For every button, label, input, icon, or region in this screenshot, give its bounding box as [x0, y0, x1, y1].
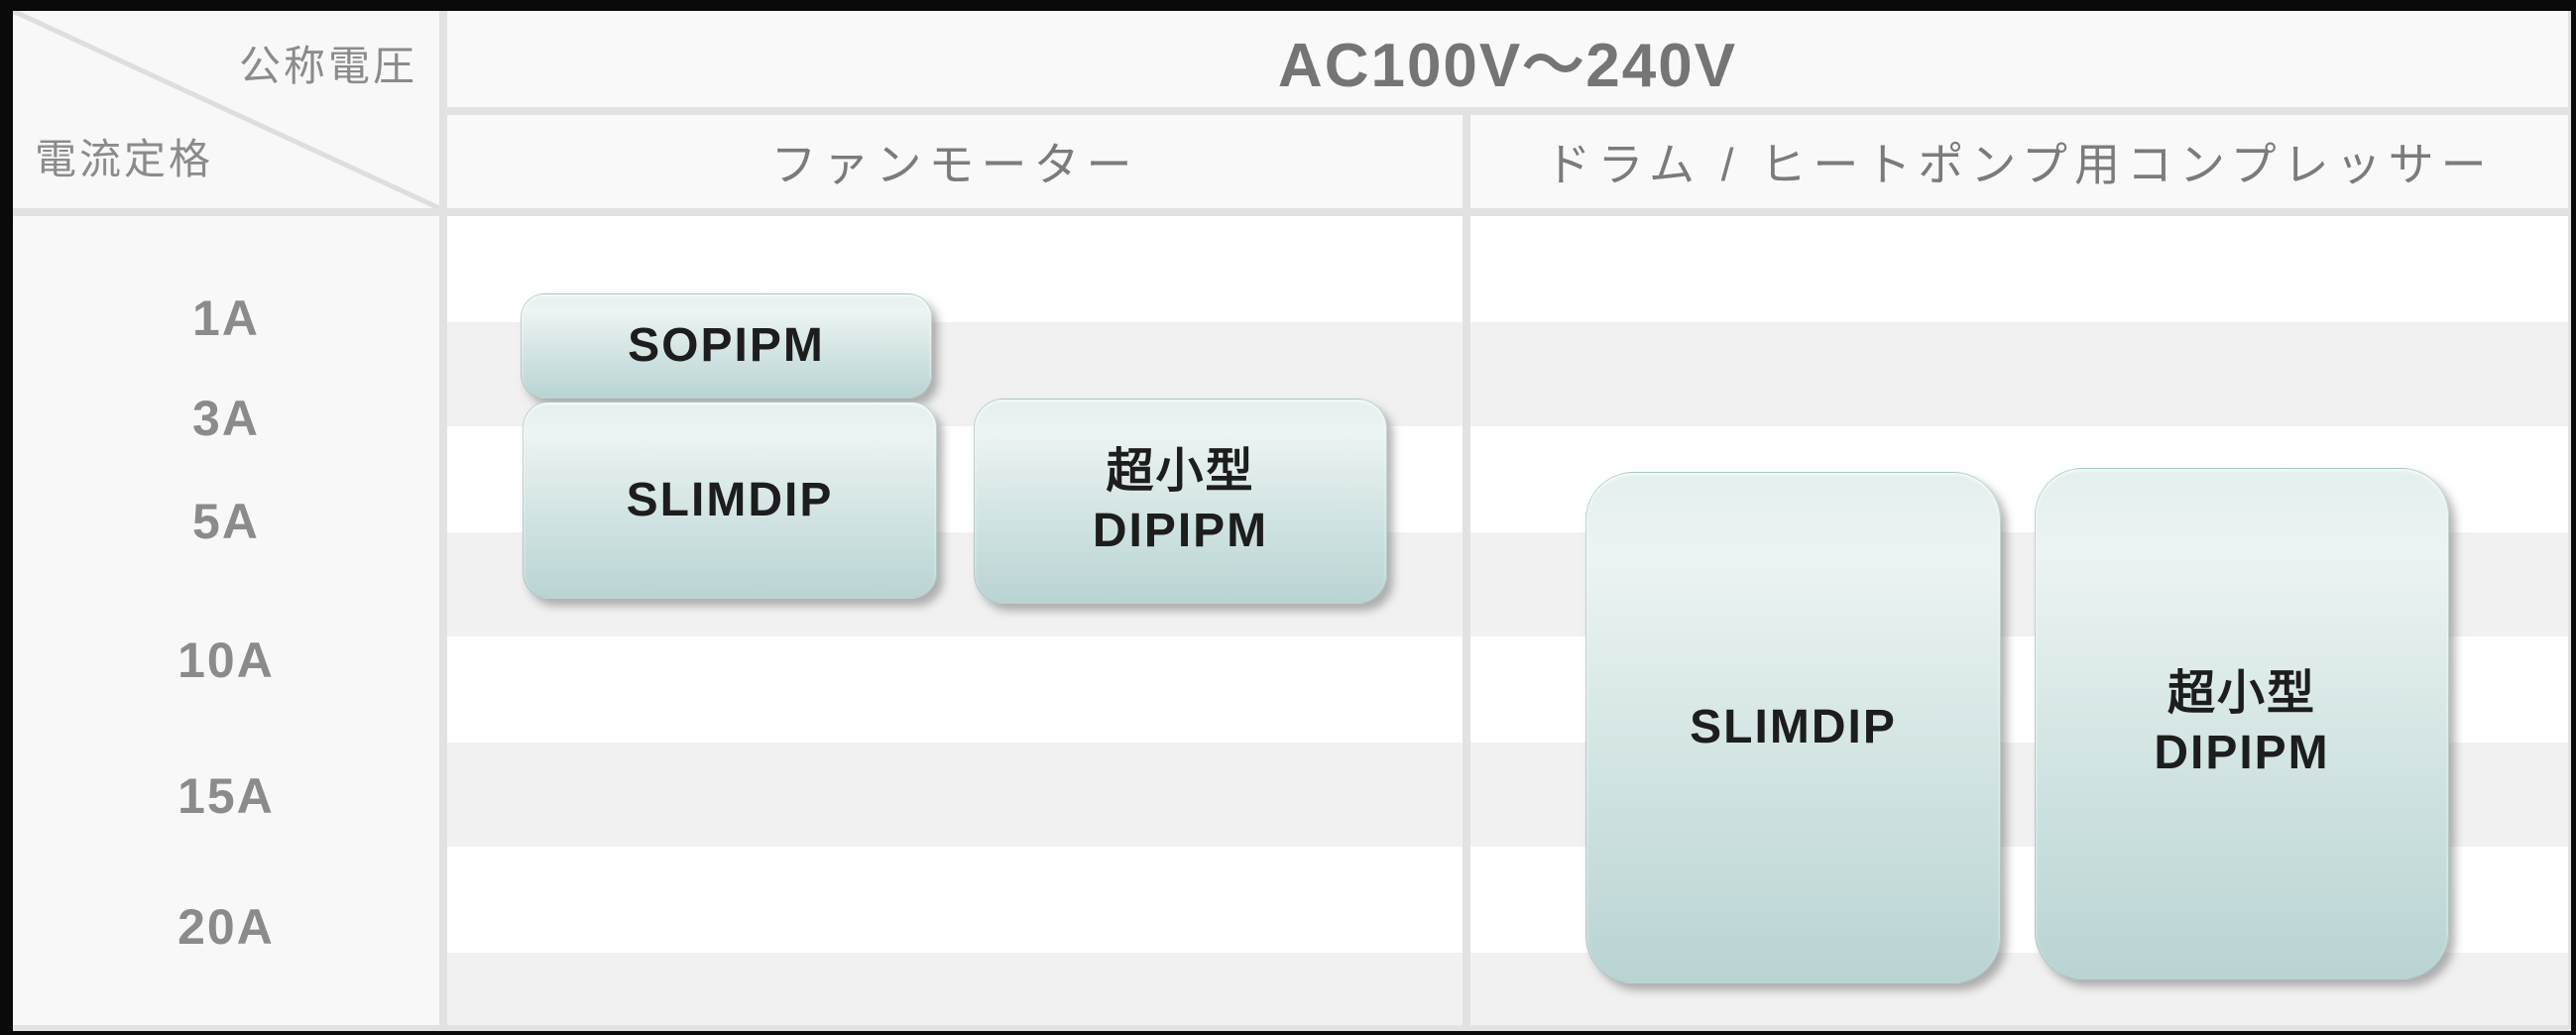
voltage-header-cell: AC100V～240V: [447, 11, 2568, 107]
product-box-dipipm-compressor[interactable]: 超小型 DIPIPM: [2035, 468, 2449, 979]
current-rating-10a: 10A: [177, 632, 275, 688]
product-box-slimdip-compressor[interactable]: SLIMDIP: [1585, 472, 2001, 983]
current-axis-column: [13, 216, 439, 1025]
current-rating-20a: 20A: [177, 899, 275, 955]
product-label-line1: 超小型: [2166, 667, 2316, 720]
current-axis-label: 電流定格: [35, 136, 214, 182]
voltage-header-text: AC100V～240V: [1277, 31, 1738, 100]
product-box-sopipm[interactable]: SOPIPM: [521, 293, 932, 399]
fan-motor-header-text: ファンモーター: [770, 139, 1139, 190]
current-rating-1a: 1A: [192, 290, 260, 346]
current-rating-3a: 3A: [192, 391, 260, 446]
current-rating-15a: 15A: [177, 768, 275, 824]
compressor-header-text: ドラム / ヒートポンプ用コンプレッサー: [1545, 139, 2494, 190]
voltage-axis-label: 公称電圧: [238, 43, 417, 89]
current-rating-5a: 5A: [192, 494, 260, 549]
application-header-fan-motor: ファンモーター: [447, 115, 1463, 208]
product-label: SOPIPM: [628, 319, 825, 372]
corner-cell: 公称電圧 電流定格: [13, 11, 439, 208]
product-label-line1: 超小型: [1106, 444, 1255, 498]
product-box-dipipm-fan[interactable]: 超小型 DIPIPM: [974, 399, 1387, 604]
product-label: SLIMDIP: [626, 473, 834, 526]
product-label-line2: DIPIPM: [1092, 504, 1269, 557]
product-label: SLIMDIP: [1690, 701, 1897, 753]
product-label-line2: DIPIPM: [2154, 727, 2330, 779]
product-box-slimdip-fan[interactable]: SLIMDIP: [523, 402, 937, 599]
diagonal-line: [13, 11, 439, 208]
application-header-compressor: ドラム / ヒートポンプ用コンプレッサー: [1470, 115, 2568, 208]
